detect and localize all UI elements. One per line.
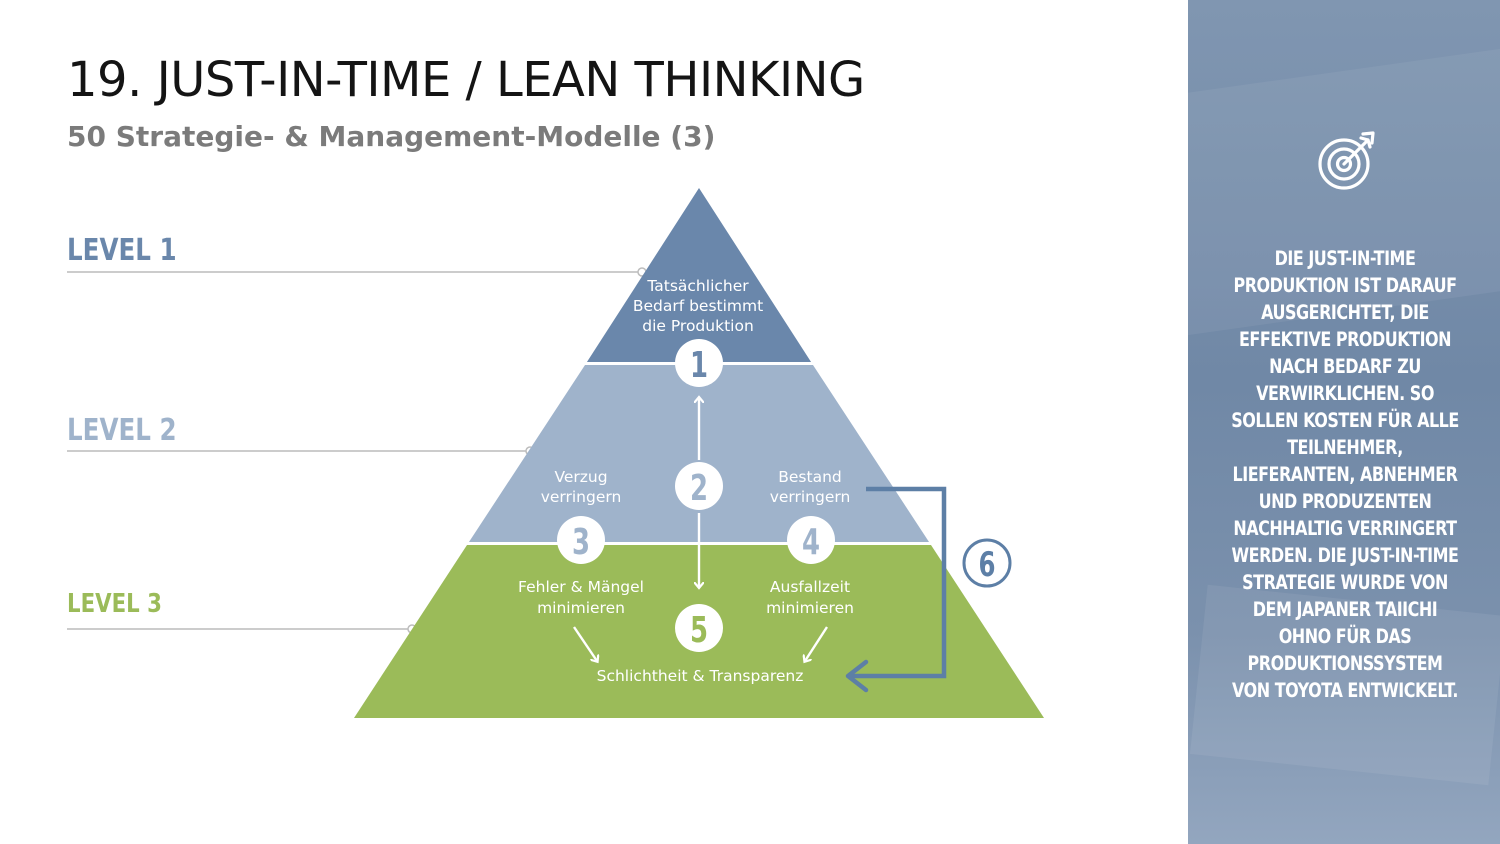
svg-text:5: 5 bbox=[690, 610, 708, 651]
svg-text:1: 1 bbox=[690, 345, 708, 386]
badge-2: 2 bbox=[675, 462, 723, 510]
tier-3-left-text: Fehler & Mängel bbox=[518, 578, 644, 596]
tier-2-left-text: verringern bbox=[541, 488, 622, 506]
tier-1-text-line: Tatsächlicher bbox=[646, 277, 749, 295]
svg-text:4: 4 bbox=[802, 522, 820, 563]
svg-text:2: 2 bbox=[690, 468, 708, 509]
badge-4: 4 bbox=[787, 516, 835, 564]
tier-3-bottom-text: Schlichtheit & Transparenz bbox=[597, 667, 804, 685]
pyramid-diagram: LEVEL 1 LEVEL 2 LEVEL 3 Tatsächlicher Be… bbox=[0, 0, 1188, 844]
level-2-label: LEVEL 2 bbox=[67, 414, 177, 448]
target-icon bbox=[1316, 130, 1378, 192]
badge-1: 1 bbox=[675, 339, 723, 387]
tier-3-right-text: Ausfallzeit bbox=[770, 578, 850, 596]
info-sidebar: Die Just-in-Time Produktion ist darauf a… bbox=[1188, 0, 1500, 844]
badge-6: 6 bbox=[964, 540, 1010, 586]
tier-2-left-text: Verzug bbox=[554, 468, 607, 486]
level-1-label: LEVEL 1 bbox=[67, 234, 177, 268]
tier-2-right-text: verringern bbox=[770, 488, 851, 506]
svg-text:3: 3 bbox=[572, 522, 590, 563]
badge-3: 3 bbox=[557, 516, 605, 564]
tier-3-right-text: minimieren bbox=[766, 599, 854, 617]
tier-3-left-text: minimieren bbox=[537, 599, 625, 617]
sidebar-description: Die Just-in-Time Produktion ist darauf a… bbox=[1228, 245, 1463, 704]
svg-text:6: 6 bbox=[978, 545, 995, 584]
tier-2-right-text: Bestand bbox=[778, 468, 841, 486]
tier-1-text-line: Bedarf bestimmt bbox=[633, 297, 763, 315]
badge-5: 5 bbox=[675, 604, 723, 652]
tier-1-text-line: die Produktion bbox=[642, 317, 754, 335]
level-3-label: LEVEL 3 bbox=[67, 588, 162, 619]
